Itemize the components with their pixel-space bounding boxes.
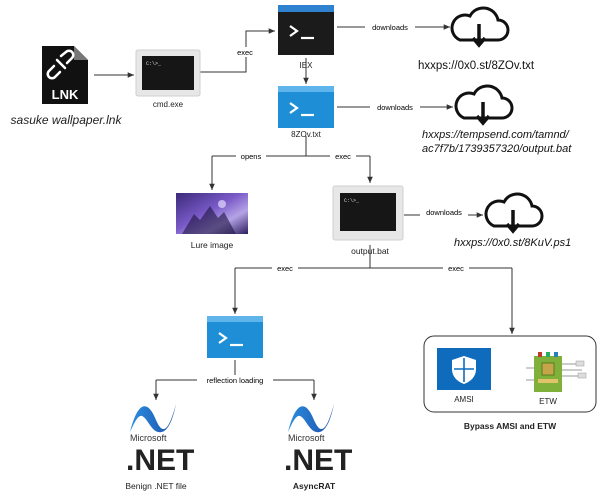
link-chain-icon — [46, 49, 75, 80]
stage2-window — [278, 86, 334, 128]
download-arrow-icon — [475, 102, 491, 126]
edge-label-exec: exec — [277, 264, 293, 273]
dotnet-brand: Microsoft — [130, 433, 167, 443]
url-text: hxxps://tempsend.com/tamnd/ — [422, 129, 570, 141]
terminal-chevron-icon — [289, 102, 299, 114]
cloud-download-2: hxxps://tempsend.com/tamnd/ ac7f7b/17393… — [422, 84, 572, 155]
cmd-caption: cmd.exe — [153, 100, 184, 109]
edge-label-opens: opens — [241, 152, 262, 161]
lnk-badge: LNK — [52, 87, 79, 102]
cmd-node: C:\>_ cmd.exe — [135, 49, 201, 109]
cloud-download-icon — [484, 192, 544, 228]
amsi-label: AMSI — [454, 395, 474, 404]
bypass-node: AMSI ETW Bypass AMSI and ETW — [423, 335, 597, 431]
url-text: ac7f7b/1739357320/output.bat — [422, 143, 572, 155]
outputbat-window-screen — [340, 193, 396, 231]
shell-header — [207, 316, 263, 322]
file-icon — [42, 46, 88, 104]
cloud-download-icon — [450, 6, 510, 42]
lure-image-node: Lure image — [176, 193, 248, 250]
iex-node: IEX — [278, 5, 334, 70]
asyncrat-caption: AsyncRAT — [293, 481, 336, 491]
edge-label-exec: exec — [335, 152, 351, 161]
edge-labels: exec downloads downloads opens exec down… — [197, 22, 469, 385]
terminal-chevron-icon — [289, 25, 299, 37]
edge-label-reflection-loading: reflection loading — [207, 376, 264, 385]
output-bat-node: C:\>_ output.bat — [332, 185, 404, 256]
dotnet-brand: Microsoft — [288, 433, 325, 443]
asyncrat-node: Microsoft .NET AsyncRAT — [284, 404, 352, 491]
etw-circuit-icon — [526, 352, 587, 392]
url-text: hxxps://0x0.st/8ZOv.txt — [418, 60, 535, 72]
stage2-node: 8ZOv.txt — [278, 86, 334, 139]
lnk-file-node: LNK sasuke wallpaper.lnk — [11, 46, 123, 127]
dotnet-mark: .NET — [126, 444, 194, 477]
lure-image-silhouette — [182, 206, 236, 234]
reflection-shell-node — [207, 316, 263, 358]
edge-label-downloads: downloads — [426, 208, 462, 217]
bypass-caption: Bypass AMSI and ETW — [464, 421, 557, 431]
iex-header — [278, 5, 334, 12]
edge-label-downloads: downloads — [372, 23, 408, 32]
dotnet-logo-icon — [288, 404, 334, 433]
url-text: hxxps://0x0.st/8KuV.ps1 — [454, 237, 571, 249]
download-arrow-icon — [471, 24, 487, 48]
benign-net-caption: Benign .NET file — [125, 481, 187, 491]
outputbat-prompt: C:\>_ — [344, 198, 360, 204]
cloud-download-icon — [454, 84, 514, 120]
lnk-file-caption: sasuke wallpaper.lnk — [11, 113, 123, 127]
lure-image-caption: Lure image — [191, 240, 234, 250]
edge-label-exec: exec — [237, 48, 253, 57]
cmd-prompt: C:\>_ — [146, 61, 162, 67]
file-corner — [74, 46, 88, 60]
dotnet-mark: .NET — [284, 444, 352, 477]
cloud-download-3: hxxps://0x0.st/8KuV.ps1 — [454, 192, 571, 249]
edge-label-exec: exec — [448, 264, 464, 273]
cloud-download-1: hxxps://0x0.st/8ZOv.txt — [418, 6, 535, 72]
benign-net-node: Microsoft .NET Benign .NET file — [125, 404, 194, 491]
stage2-header — [278, 86, 334, 92]
stage2-caption: 8ZOv.txt — [291, 130, 321, 139]
etw-label: ETW — [539, 397, 557, 406]
download-arrow-icon — [505, 210, 521, 234]
cmd-window-screen — [142, 56, 194, 90]
edge-label-downloads: downloads — [377, 103, 413, 112]
iex-window — [278, 5, 334, 55]
shell-window — [207, 316, 263, 358]
iex-caption: IEX — [300, 61, 314, 70]
terminal-chevron-icon — [218, 332, 228, 344]
outputbat-caption: output.bat — [351, 246, 389, 256]
dotnet-logo-icon — [130, 404, 176, 433]
